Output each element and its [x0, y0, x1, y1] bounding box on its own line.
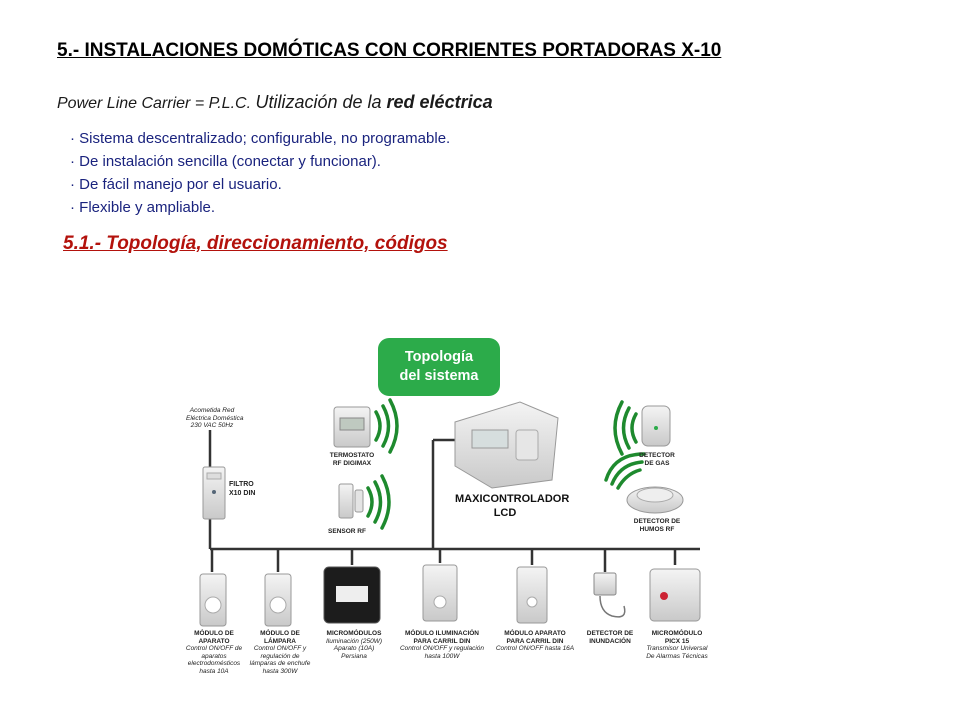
bottom-modules [199, 564, 701, 627]
page-title: 5.- INSTALACIONES DOMÓTICAS CON CORRIENT… [57, 40, 722, 61]
list-item: · Flexible y ampliable. [70, 199, 216, 216]
topology-badge: Topología del sistema [378, 338, 500, 396]
subtitle-plc: Power Line Carrier = P.L.C. [57, 95, 256, 112]
subtitle-network: red eléctrica [386, 92, 493, 112]
micromodulos-label: MICROMÓDULOS Iluminación (250W)Aparato (… [326, 630, 382, 660]
list-item: · De instalación sencilla (conectar y fu… [70, 153, 381, 170]
list-item: · De fácil manejo por el usuario. [70, 176, 282, 193]
features-list: · Sistema descentralizado; configurable,… [70, 127, 450, 219]
sensor-device [338, 483, 354, 519]
sensor-label: SENSOR RF [328, 528, 366, 535]
badge-line-2: del sistema [399, 368, 479, 384]
subtitle-use: Utilización de la [255, 92, 387, 112]
section-title: 5.1.- Topología, direccionamiento, códig… [63, 233, 448, 254]
badge-line-1: Topología [404, 349, 474, 365]
module-drops [210, 549, 677, 572]
list-item: · Sistema descentralizado; configurable,… [70, 130, 451, 147]
rf-waves [366, 398, 646, 530]
subtitle: Power Line Carrier = P.L.C. Utilización … [57, 92, 493, 113]
